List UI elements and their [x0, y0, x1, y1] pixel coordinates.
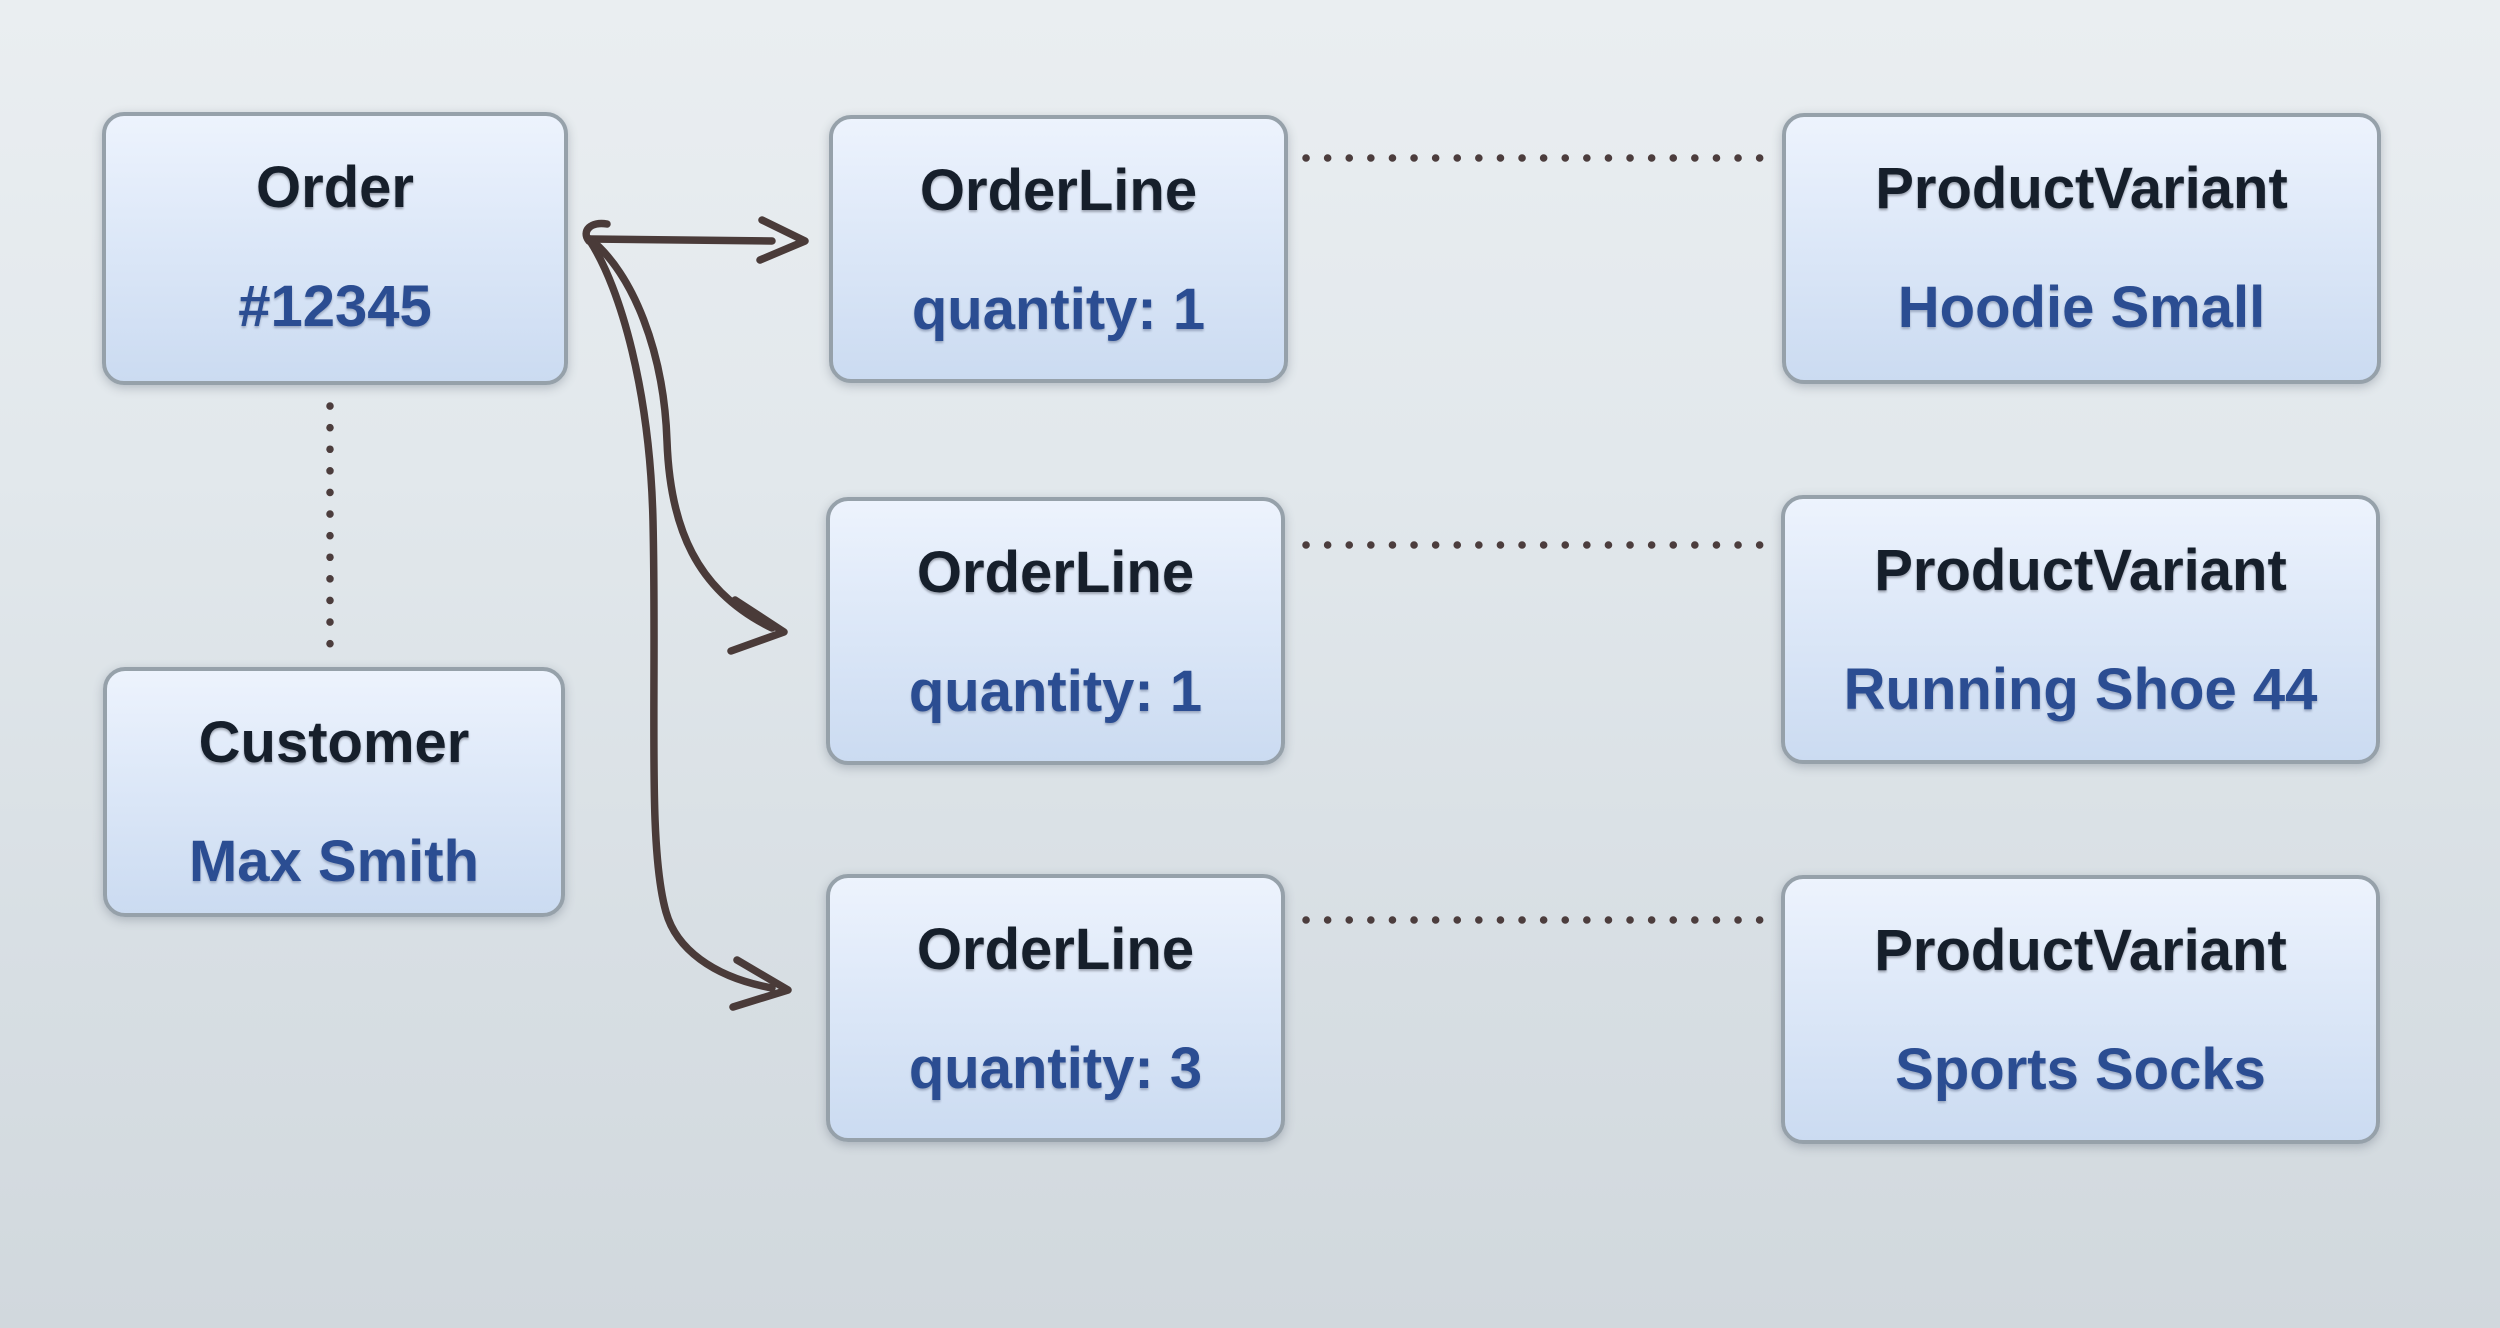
- node-orderline-1-value: quantity: 1: [911, 277, 1206, 342]
- node-customer-value: Max Smith: [188, 829, 480, 894]
- arrowhead-orderline-3-icon: [729, 956, 792, 1011]
- node-orderline-3: OrderLine quantity: 3: [826, 874, 1285, 1142]
- node-orderline-1: OrderLine quantity: 1: [829, 115, 1288, 383]
- node-productvariant-2: ProductVariant Running Shoe 44: [1781, 495, 2380, 764]
- node-productvariant-3-value: Sports Socks: [1895, 1037, 2266, 1102]
- node-order-value: #12345: [238, 274, 432, 339]
- node-orderline-2: OrderLine quantity: 1: [826, 497, 1285, 765]
- node-orderline-2-value: quantity: 1: [908, 659, 1203, 724]
- node-productvariant-1: ProductVariant Hoodie Small: [1782, 113, 2381, 384]
- node-orderline-2-title: OrderLine: [916, 540, 1195, 605]
- node-customer-title: Customer: [198, 710, 470, 775]
- node-customer: Customer Max Smith: [103, 667, 565, 917]
- node-productvariant-2-value: Running Shoe 44: [1843, 657, 2318, 722]
- arrow-order-to-orderline-2: [586, 235, 776, 632]
- node-orderline-3-title: OrderLine: [916, 917, 1195, 982]
- node-orderline-3-value: quantity: 3: [908, 1036, 1203, 1101]
- arrowhead-orderline-1-icon: [756, 216, 809, 264]
- arrowhead-orderline-2-icon: [727, 596, 788, 655]
- node-productvariant-1-title: ProductVariant: [1875, 156, 2288, 221]
- node-productvariant-3-title: ProductVariant: [1874, 918, 2287, 983]
- node-productvariant-1-value: Hoodie Small: [1897, 275, 2266, 340]
- arrow-order-to-orderline-3: [586, 237, 776, 992]
- arrow-order-to-orderline-1: [586, 235, 776, 245]
- node-order: Order #12345: [102, 112, 568, 385]
- node-productvariant-3: ProductVariant Sports Socks: [1781, 875, 2380, 1144]
- node-order-title: Order: [256, 155, 414, 220]
- node-productvariant-2-title: ProductVariant: [1874, 538, 2287, 603]
- node-orderline-1-title: OrderLine: [919, 158, 1198, 223]
